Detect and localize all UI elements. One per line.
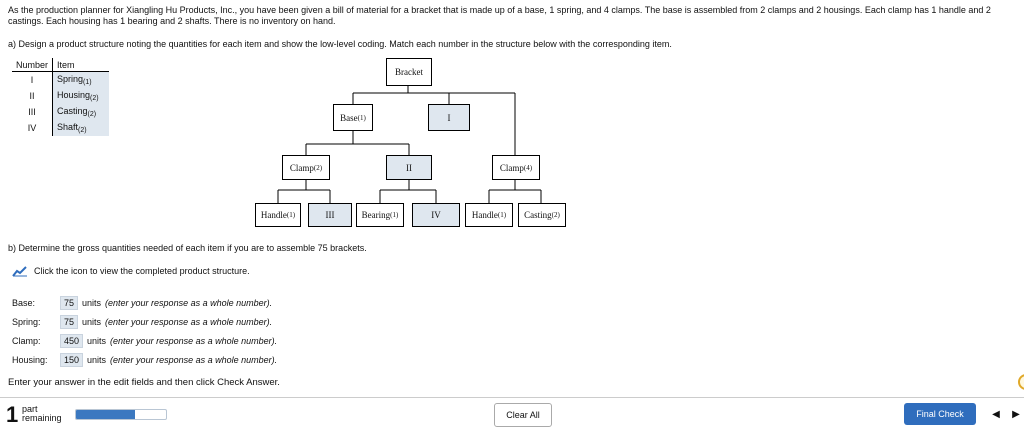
view-structure-link[interactable]: Click the icon to view the completed pro… — [12, 265, 250, 277]
node-clamp-4: Clamp(4) — [492, 155, 540, 180]
row-number: IV — [27, 123, 37, 133]
prev-arrow-icon[interactable]: ◀ — [992, 408, 1000, 420]
footer-divider — [0, 397, 1024, 398]
answer-row-housing: Housing: 150 units (enter your response … — [12, 353, 277, 367]
part-a-prompt: a) Design a product structure noting the… — [8, 39, 672, 49]
node-clamp-2: Clamp(2) — [282, 155, 330, 180]
parts-remaining-label: part remaining — [22, 404, 62, 423]
item-match-table: Number Item I Spring(1) II Housing(2) II… — [12, 58, 110, 136]
help-indicator-icon[interactable] — [1018, 374, 1024, 390]
part-b-prompt: b) Determine the gross quantities needed… — [8, 243, 367, 253]
answer-row-base: Base: 75 units (enter your response as a… — [12, 296, 272, 310]
progress-bar — [75, 409, 167, 420]
answer-note: (enter your response as a whole number). — [105, 317, 273, 327]
answer-input-base[interactable]: 75 — [60, 296, 79, 310]
answer-unit: units — [82, 298, 102, 308]
node-bearing: Bearing(1) — [356, 203, 404, 227]
answer-label: Housing: — [12, 355, 48, 365]
node-casting: Casting(2) — [518, 203, 566, 227]
answer-input-housing[interactable]: 150 — [60, 353, 84, 367]
tree-connectors — [277, 86, 542, 203]
col-item-header: Item — [52, 58, 110, 72]
parts-remaining-count: 1 — [6, 402, 19, 427]
answer-input-spring[interactable]: 75 — [60, 315, 79, 329]
col-number-header: Number — [12, 58, 54, 72]
problem-intro: As the production planner for Xiangling … — [8, 5, 991, 26]
answer-unit: units — [87, 336, 107, 346]
node-level2-unknown: II — [386, 155, 432, 180]
table-row: IV Shaft(2) — [12, 120, 110, 136]
answer-label: Base: — [12, 298, 36, 308]
node-handle-2: Handle(1) — [465, 203, 513, 227]
final-check-button[interactable]: Final Check — [904, 403, 976, 425]
answer-label: Spring: — [12, 317, 41, 327]
row-number: I — [30, 75, 34, 85]
chart-link-text[interactable]: Click the icon to view the completed pro… — [34, 266, 250, 276]
row-item-select[interactable]: Housing(2) — [52, 88, 110, 104]
answer-row-spring: Spring: 75 units (enter your response as… — [12, 315, 272, 329]
node-level3-unknown-a: III — [308, 203, 352, 227]
node-base: Base(1) — [333, 104, 373, 131]
answer-row-clamp: Clamp: 450 units (enter your response as… — [12, 334, 277, 348]
answer-input-clamp[interactable]: 450 — [60, 334, 84, 348]
clear-all-button[interactable]: Clear All — [494, 403, 552, 427]
table-row: III Casting(2) — [12, 104, 110, 120]
row-item-select[interactable]: Spring(1) — [52, 71, 110, 88]
row-item-select[interactable]: Shaft(2) — [52, 120, 110, 136]
answer-unit: units — [82, 317, 102, 327]
row-item-select[interactable]: Casting(2) — [52, 104, 110, 120]
answer-note: (enter your response as a whole number). — [110, 355, 278, 365]
node-level1-unknown: I — [428, 104, 470, 131]
instruction-hint: Enter your answer in the edit fields and… — [8, 377, 280, 388]
row-number: III — [28, 107, 36, 117]
row-number: II — [29, 91, 35, 101]
node-bracket: Bracket — [386, 58, 432, 86]
answer-label: Clamp: — [12, 336, 41, 346]
node-level3-unknown-b: IV — [412, 203, 460, 227]
answer-note: (enter your response as a whole number). — [110, 336, 278, 346]
table-row: I Spring(1) — [12, 71, 110, 88]
answer-note: (enter your response as a whole number). — [105, 298, 273, 308]
chart-icon[interactable] — [12, 265, 28, 277]
progress-fill — [76, 410, 135, 419]
next-arrow-icon[interactable]: ▶ — [1012, 408, 1020, 420]
node-handle-1: Handle(1) — [255, 203, 301, 227]
answer-unit: units — [87, 355, 107, 365]
table-row: II Housing(2) — [12, 88, 110, 104]
